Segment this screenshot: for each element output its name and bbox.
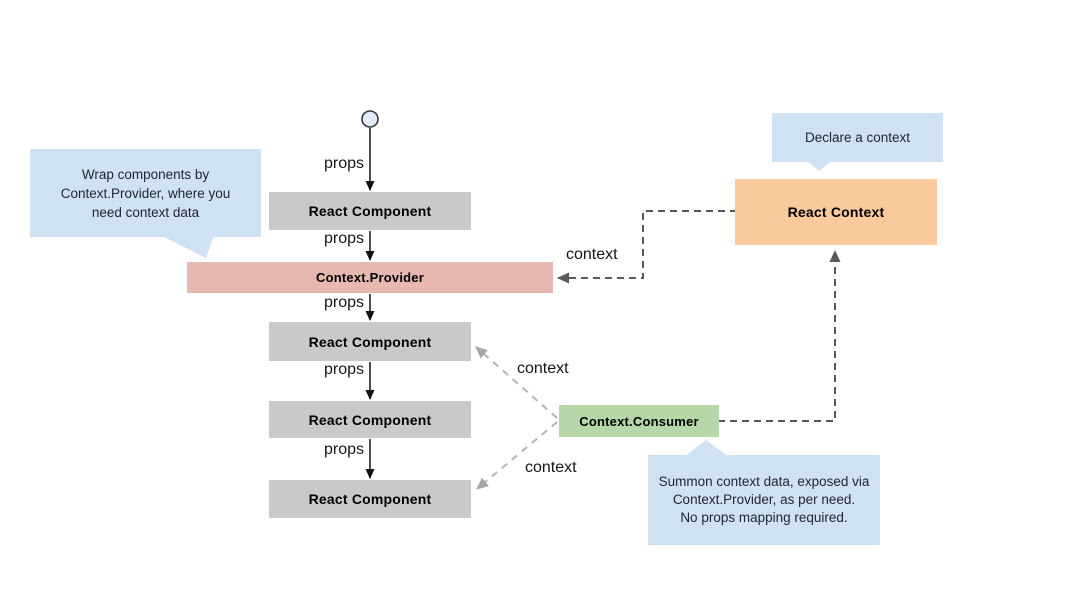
callout-summon-context: Summon context data, exposed via Context… [648,455,880,545]
callout-summon-context-text-2: No props mapping required. [680,510,848,525]
callout-tail-wrap [160,235,214,258]
node-react-context: React Context [735,179,937,245]
edge-label-context-provider: context [566,246,618,263]
edge-label-props-2: props [323,230,364,247]
flow-start-node [361,110,379,128]
callout-tail-summon [684,440,729,457]
callout-wrap-components-text: Wrap components by Context.Provider, whe… [60,166,231,220]
node-react-component-2: React Component [269,322,471,361]
callout-wrap-components: Wrap components by Context.Provider, whe… [30,149,261,237]
edge-label-props-4: props [323,361,364,378]
edge-label-props-5: props [323,441,364,458]
edge-label-props-1: props [323,155,364,172]
callout-declare-context: Declare a context [772,113,943,162]
node-context-provider: Context.Provider [187,262,553,293]
node-react-component-1: React Component [269,192,471,230]
node-context-consumer: Context.Consumer [559,405,719,437]
callout-summon-context-text-1: Summon context data, exposed via Context… [658,474,870,507]
edge-label-props-3: props [323,294,364,311]
node-react-component-3: React Component [269,401,471,438]
context-edge-consumer-to-component-2 [475,346,558,419]
edge-label-context-consumer-upper: context [517,360,569,377]
callout-tail-declare [806,160,833,171]
context-edge-consumer-to-component-4 [476,421,558,490]
context-edge-consumer-to-context [718,250,841,422]
node-react-component-4: React Component [269,480,471,518]
edge-label-context-consumer-lower: context [525,459,577,476]
callout-declare-context-text: Declare a context [804,130,911,145]
